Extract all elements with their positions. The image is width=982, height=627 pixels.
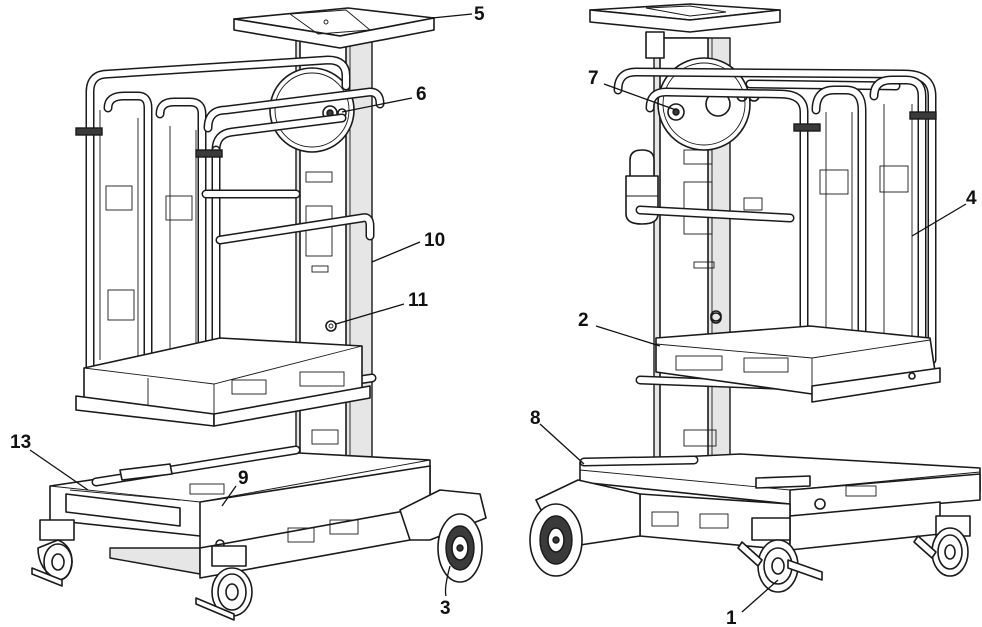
leader-line-2 [595, 325, 661, 347]
leader-line-10 [371, 241, 421, 263]
callout-labels: 5 6 10 11 13 9 3 7 4 2 8 1 [10, 4, 977, 627]
left-caster-1 [31, 519, 75, 587]
left-top-tray [233, 7, 435, 49]
leader-line-7 [603, 83, 677, 111]
left-pulley-disc [269, 67, 355, 153]
leader-line-13 [29, 449, 89, 491]
right-front-wheel [529, 503, 583, 577]
callout-9: 9 [238, 468, 249, 489]
left-platform [75, 337, 371, 427]
leader-line-4 [911, 203, 967, 237]
leader-line-11 [335, 303, 405, 325]
leader-line-3 [444, 565, 451, 597]
callout-10: 10 [424, 230, 445, 251]
leader-lines [29, 13, 967, 613]
left-caster-2 [195, 545, 253, 621]
callout-5: 5 [474, 4, 485, 25]
left-chassis [49, 445, 487, 579]
leader-line-1 [741, 579, 779, 613]
callout-1: 1 [726, 608, 737, 627]
right-lift-machine [529, 3, 981, 593]
right-caster-1 [737, 517, 823, 593]
leader-line-8 [539, 423, 585, 465]
callout-8: 8 [530, 408, 541, 429]
right-top-tray [589, 3, 781, 59]
leader-line-5 [431, 13, 473, 19]
leader-line-6 [341, 97, 413, 113]
left-front-wheel [437, 513, 483, 583]
callout-3: 3 [440, 598, 451, 619]
callout-13: 13 [10, 432, 31, 453]
callout-2: 2 [578, 310, 589, 331]
callout-6: 6 [416, 84, 427, 105]
callout-11: 11 [408, 290, 429, 311]
right-platform [655, 325, 941, 403]
right-cage [613, 67, 937, 391]
callout-7: 7 [588, 68, 599, 89]
leader-line-9 [221, 485, 237, 507]
right-caster-2 [913, 515, 971, 577]
callout-4: 4 [966, 188, 977, 209]
